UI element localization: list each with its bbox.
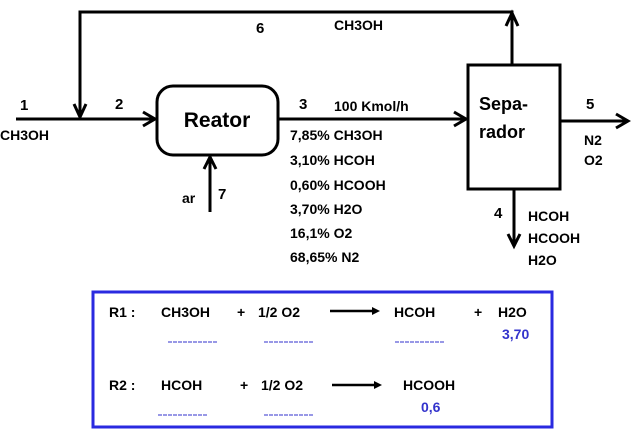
stream-6-component: CH3OH — [334, 17, 383, 33]
r1-product1: HCOH — [394, 304, 435, 320]
stream-3-composition: 7,85% CH3OH 3,10% HCOH 0,60% HCOOH 3,70%… — [290, 127, 386, 265]
r1-reactant2: 1/2 O2 — [258, 304, 300, 320]
r2-arrowhead — [374, 381, 382, 389]
stream-6-recycle-line — [80, 12, 512, 117]
r1-reactant1: CH3OH — [161, 304, 210, 320]
r1-value: 3,70 — [502, 326, 529, 342]
composition-item: 0,60% HCOOH — [290, 177, 386, 193]
stream-5-component: O2 — [584, 152, 603, 168]
r2-product1: HCOOH — [403, 377, 455, 393]
stream-4-component: HCOH — [528, 208, 569, 224]
r2-value: 0,6 — [421, 399, 441, 415]
stream-5-component: N2 — [584, 132, 602, 148]
separator-label-line1: Sepa- — [479, 94, 528, 114]
stream-4-component: H2O — [528, 252, 557, 268]
composition-item: 7,85% CH3OH — [290, 127, 383, 143]
r2-reactant1: HCOH — [161, 377, 202, 393]
stream-4-number: 4 — [494, 205, 503, 222]
composition-item: 3,10% HCOH — [290, 152, 375, 168]
reaction-r2: R2 : HCOH + 1/2 O2 HCOOH 0,6 — [109, 377, 455, 415]
stream-4-component: HCOOH — [528, 230, 580, 246]
r2-reactant2: 1/2 O2 — [261, 377, 303, 393]
r2-label: R2 : — [109, 377, 135, 393]
stream-6-number: 6 — [256, 20, 264, 37]
stream-5-number: 5 — [586, 96, 594, 113]
stream-7-number: 7 — [218, 186, 226, 203]
stream-1-number: 1 — [20, 97, 28, 114]
stream-3-number: 3 — [299, 96, 307, 113]
r1-product2: H2O — [498, 304, 527, 320]
stream-7-component: ar — [182, 190, 196, 206]
stream-2-number: 2 — [115, 96, 123, 113]
reaction-r1: R1 : CH3OH + 1/2 O2 HCOH + H2O 3,70 — [109, 304, 529, 342]
r1-arrowhead — [372, 307, 380, 315]
r1-plus2: + — [474, 304, 482, 320]
separator-label-line2: rador — [479, 122, 525, 142]
r1-plus1: + — [237, 304, 245, 320]
stream-1-component: CH3OH — [0, 127, 49, 143]
reactor-label: Reator — [184, 109, 251, 132]
composition-item: 16,1% O2 — [290, 225, 352, 241]
composition-item: 3,70% H2O — [290, 201, 362, 217]
stream-3-flow: 100 Kmol/h — [334, 98, 409, 114]
composition-item: 68,65% N2 — [290, 249, 359, 265]
r2-plus1: + — [240, 377, 248, 393]
r1-label: R1 : — [109, 304, 135, 320]
